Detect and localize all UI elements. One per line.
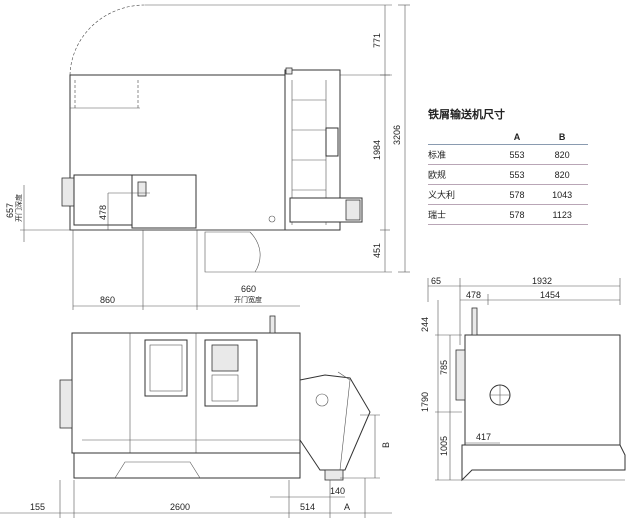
row-name: 义大利 (428, 184, 498, 205)
door-window (144, 339, 188, 397)
header-a: A (497, 130, 537, 145)
dim-1005: 1005 (439, 436, 449, 456)
dim-478: 478 (98, 205, 108, 220)
door-width-label: 开门宽度 (234, 295, 262, 304)
header-b: B (536, 130, 588, 145)
dim-478-side: 478 (466, 290, 481, 300)
dim-514: 514 (300, 502, 315, 512)
side-view: 65 1932 478 1454 244 785 1790 1005 417 (420, 276, 626, 482)
table-header-row: A B (428, 130, 588, 145)
dim-1932: 1932 (532, 276, 552, 286)
row-a: 578 (497, 184, 537, 205)
row-name: 欧规 (428, 164, 498, 185)
dim-1790: 1790 (420, 392, 430, 412)
header-blank (428, 130, 498, 145)
row-a: 553 (497, 164, 537, 185)
row-name: 瑞士 (428, 204, 498, 225)
chip-conveyor-front (299, 374, 371, 471)
machine-body-side (464, 334, 621, 446)
dim-1454: 1454 (540, 290, 560, 300)
row-b: 820 (536, 144, 588, 165)
front-view: B 155 2600 514 A 140 (0, 315, 392, 518)
top-view: 771 1984 3206 451 657 开门深度 478 860 660 开… (5, 4, 410, 310)
dim-2600: 2600 (170, 502, 190, 512)
row-b: 820 (536, 164, 588, 185)
row-b: 1123 (536, 204, 588, 225)
door-depth-label: 开门深度 (14, 194, 23, 222)
dim-451: 451 (372, 243, 382, 258)
door-swing-arc-bottom (204, 231, 261, 273)
dim-657: 657 (5, 203, 15, 218)
dim-a: A (344, 502, 350, 512)
row-name: 标准 (428, 144, 498, 165)
dim-785: 785 (439, 360, 449, 375)
dim-244: 244 (420, 317, 430, 332)
dim-660: 660 (241, 284, 256, 294)
machine-base (73, 452, 301, 479)
row-a: 578 (497, 204, 537, 225)
dim-417: 417 (476, 432, 491, 442)
dim-155: 155 (30, 502, 45, 512)
dim-1984: 1984 (372, 140, 382, 160)
door-swing-arc-top (69, 4, 146, 76)
row-a: 553 (497, 144, 537, 165)
dim-65: 65 (431, 276, 441, 286)
table-title: 铁屑输送机尺寸 (428, 109, 505, 121)
dim-771: 771 (372, 33, 382, 48)
dim-860: 860 (100, 295, 115, 305)
dim-140: 140 (330, 486, 345, 496)
dim-3206: 3206 (392, 125, 402, 145)
dim-b: B (381, 442, 391, 448)
row-b: 1043 (536, 184, 588, 205)
